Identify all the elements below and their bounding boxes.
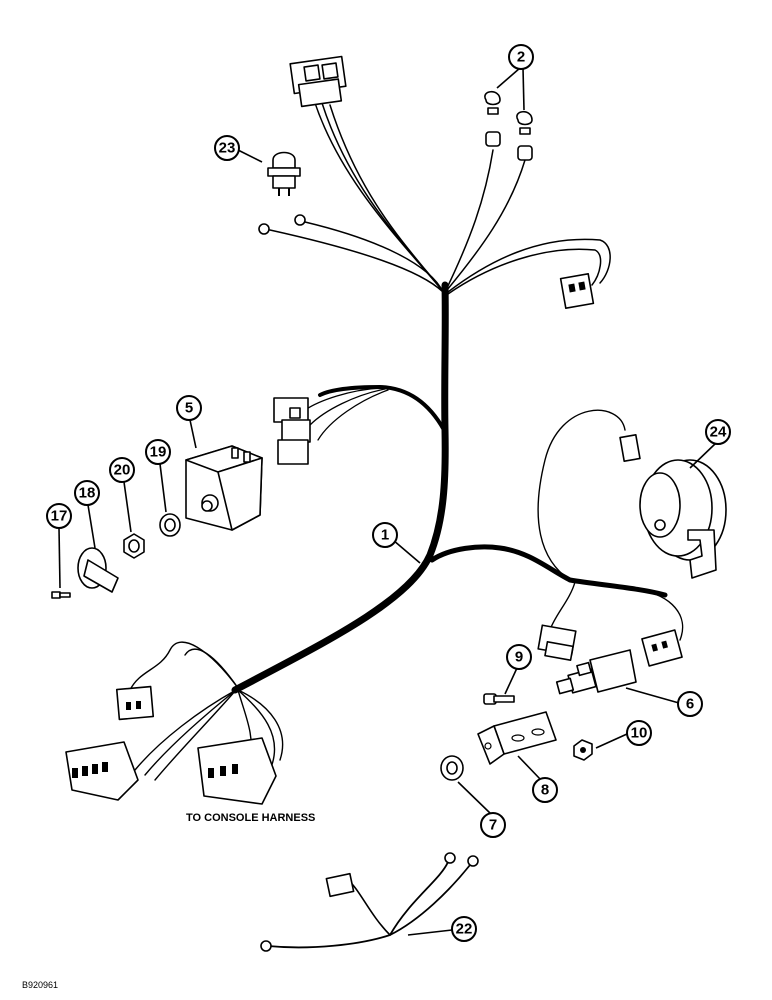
nut-part-20 [123,533,145,559]
push-switch-part-23 [267,151,301,196]
bulbs-part-2 [484,90,533,161]
svg-text:9: 9 [515,649,523,666]
callout-5: 5 [176,395,202,421]
relay-connector [273,397,311,465]
push-switch-part-6 [555,649,637,695]
screw-part-17 [51,591,71,599]
nut-part-7 [440,755,464,781]
bolt-part-9 [483,693,515,705]
svg-text:23: 23 [219,140,236,157]
right-connectors [537,624,683,667]
callout-10: 10 [626,720,652,746]
top-plug-connector [289,55,347,108]
callout-7: 7 [480,812,506,838]
jumper-harness-part-22 [260,852,479,952]
callout-9: 9 [506,644,532,670]
callout-6: 6 [677,691,703,717]
nut-part-10 [573,739,593,761]
switch-body-part-5 [185,445,263,531]
main-harness-trunk [231,281,668,694]
knob-part-18 [77,547,119,593]
bracket-part-8 [477,711,557,765]
svg-text:20: 20 [114,462,131,479]
callout-17: 17 [46,503,72,529]
callout-18: 18 [74,480,100,506]
horn-part-24 [619,433,727,579]
upper-wire-fan [269,99,611,441]
svg-text:8: 8 [541,782,549,799]
leader-lines [58,67,717,936]
svg-text:2: 2 [517,49,525,66]
svg-text:24: 24 [710,424,727,441]
svg-text:17: 17 [51,508,68,525]
callout-23: 23 [214,135,240,161]
figure-code: B920961 [22,980,59,990]
svg-text:18: 18 [79,485,96,502]
washer-part-19 [159,513,181,537]
callout-8: 8 [532,777,558,803]
callout-20: 20 [109,457,135,483]
svg-text:19: 19 [150,444,167,461]
svg-text:5: 5 [185,400,193,417]
callout-24: 24 [705,419,731,445]
callout-2: 2 [508,44,534,70]
ring-terminals-upper [258,214,306,235]
callout-19: 19 [145,439,171,465]
callout-1: 1 [372,522,398,548]
svg-text:10: 10 [631,725,648,742]
upper-right-connector [559,272,595,310]
console-connectors [65,685,277,805]
svg-text:6: 6 [686,696,694,713]
console-harness-caption: TO CONSOLE HARNESS [186,812,316,824]
console-harness-wires [129,641,284,781]
svg-text:7: 7 [489,817,497,834]
svg-text:22: 22 [456,921,473,938]
svg-text:1: 1 [381,527,389,544]
callout-22: 22 [451,916,477,942]
